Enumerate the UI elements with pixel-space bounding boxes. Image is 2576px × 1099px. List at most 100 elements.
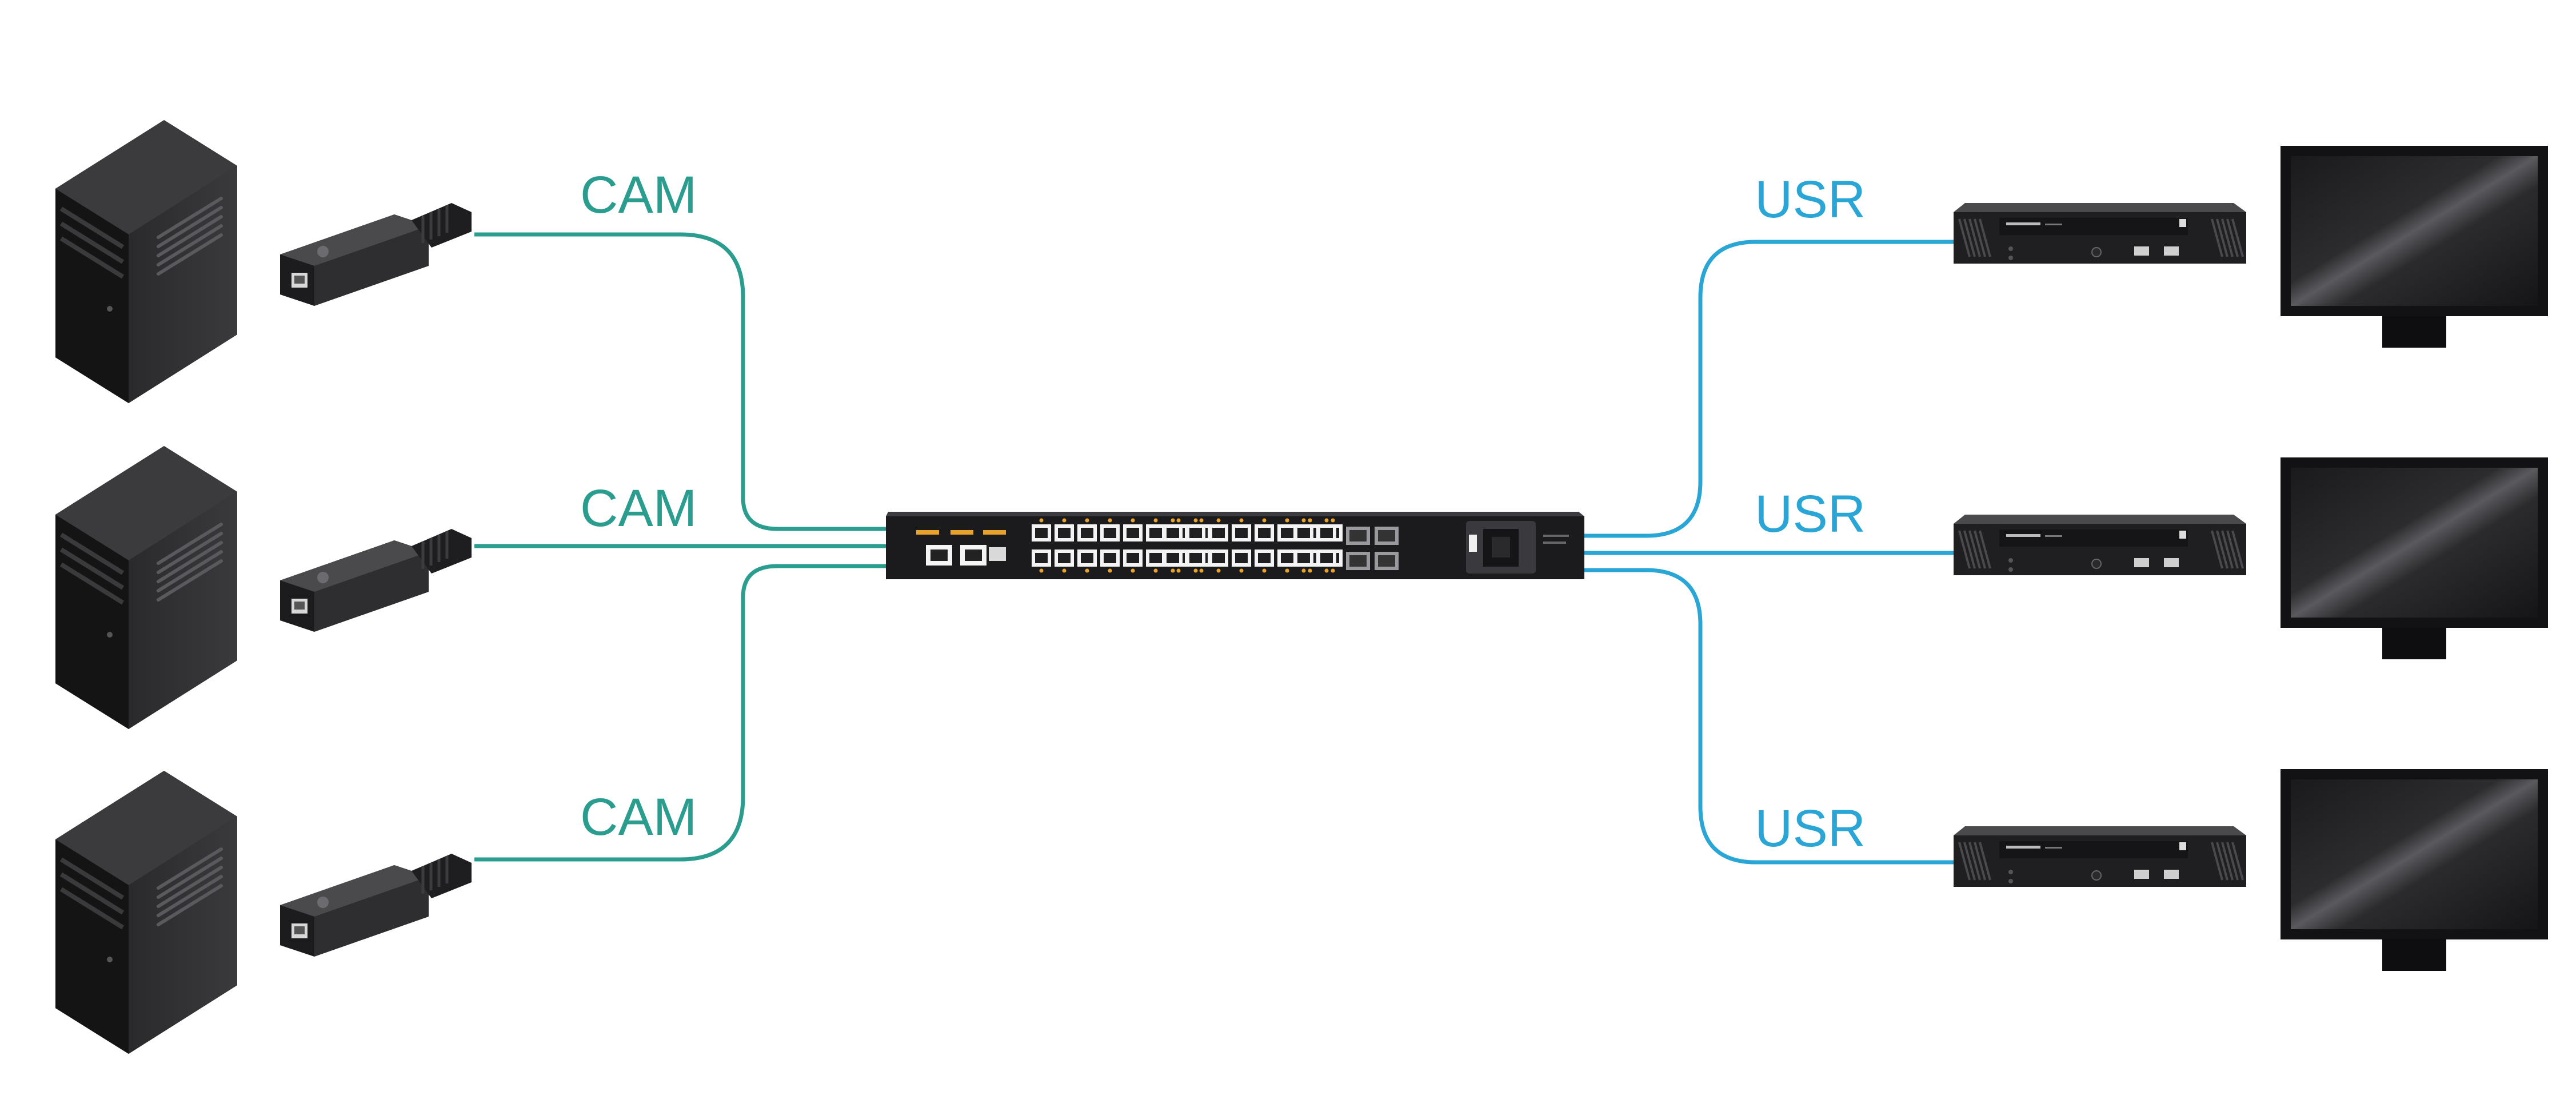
port-led [1176,518,1181,523]
matrix-receiver-icon [1954,203,2246,264]
sfp-cage-inner [1349,555,1367,567]
tower-top-panel [55,120,237,234]
server-tower-icon [55,446,237,729]
receiver-top [1954,203,2246,212]
port-led [1171,568,1175,573]
receiver-led [2008,246,2013,251]
port-led [1131,568,1135,573]
tower-drive-bay [59,872,125,915]
receiver-usb-port [2134,246,2149,256]
receiver-vent-left [1963,842,1976,881]
matrix-receiver-icon [1954,826,2246,887]
tower-front-panel [55,515,129,729]
receiver-vent-left [1974,218,1986,257]
receiver-vent-right [2231,218,2244,257]
receiver-vent-left [1979,218,1991,257]
tower-top-panel [55,446,237,560]
tower-vent [157,884,223,926]
receiver-top [1954,826,2246,835]
receiver-vent-left [1979,842,1991,881]
dongle-top [280,214,429,266]
monitor-screen [2291,156,2538,306]
receiver-vent-right [2221,842,2234,881]
usr-label-3: USR [1755,799,1866,858]
receiver-led [2008,870,2013,874]
port-led [1285,518,1289,523]
receiver-vent-right [2226,218,2239,257]
receiver-vent-left [1963,218,1976,257]
tower-vent [157,197,223,239]
usr-label-2: USR [1755,485,1866,543]
monitor-stand [2382,939,2446,971]
receiver-usb-port [2134,558,2149,567]
tower-vent [157,550,223,592]
receiver-vent-left [1968,842,1981,881]
port-led [1062,568,1067,573]
port-led [1131,518,1135,523]
network-switch [886,512,1584,579]
ethernet-port-inner [1149,528,1162,538]
ethernet-port-inner [1189,528,1202,538]
receiver-vent-right [2231,530,2244,569]
ethernet-port-inner [1127,553,1139,563]
cam-label-2: CAM [580,479,697,537]
receiver-led [2008,567,2013,572]
switch-top-edge [886,512,1584,516]
ethernet-port-inner [1212,528,1225,538]
sfp-cage-inner [1378,555,1395,567]
rear-text-1 [1543,535,1569,537]
ethernet-port-inner [1104,528,1116,538]
monitor-stand [2382,316,2446,348]
mgmt-label-3 [983,530,1006,535]
source-side [55,120,472,1054]
receiver-vent-right [2216,530,2228,569]
port-led [1085,518,1089,523]
port-led [1171,518,1175,523]
ethernet-port-inner [1035,553,1048,563]
port-led [1331,568,1335,573]
receiver-vent-left [1968,530,1981,569]
port-led [1262,568,1267,573]
ethernet-port-inner [1297,553,1310,563]
ethernet-port-inner [1235,553,1248,563]
receiver-usb-port [2164,246,2179,256]
power-inlet-socket [1492,537,1510,558]
port-led [1216,568,1221,573]
receiver-usb-port [2134,870,2149,879]
monitor-screen [2291,779,2538,929]
tower-drive-bay [59,206,125,249]
mgmt-port-inner [930,550,948,561]
cam-label-3: CAM [580,788,697,846]
usb-transmitter-icon [280,203,472,306]
tower-vent [157,559,223,602]
sfp-cage-inner [1349,530,1367,541]
tower-power-led [107,632,113,638]
ethernet-port-inner [1127,528,1139,538]
port-led [1039,518,1044,523]
port-led [1285,568,1289,573]
port-led [1153,518,1158,523]
dongle-logo [317,572,329,583]
tower-vent [157,875,223,917]
receiver-vent-right [2211,842,2223,881]
receiver-vent-right [2226,842,2239,881]
port-led [1199,568,1204,573]
ethernet-port-inner [1081,528,1093,538]
port-led [1085,568,1089,573]
ethernet-port-inner [1081,553,1093,563]
ethernet-port-inner [1235,528,1248,538]
port-led [1193,518,1198,523]
receiver-audio-jack [2091,559,2102,569]
receiver-led [2008,879,2013,883]
receiver-vent-right [2211,218,2223,257]
receiver-vent-right [2221,530,2234,569]
ethernet-port-inner [1149,553,1162,563]
ethernet-port-inner [1258,553,1271,563]
tower-drive-bay [59,887,125,930]
tower-drive-bay [59,857,125,900]
port-led [1153,568,1158,573]
receiver-model-mark [2045,224,2062,225]
tower-front-panel [55,839,129,1054]
receiver-display-strip [1999,529,2188,547]
